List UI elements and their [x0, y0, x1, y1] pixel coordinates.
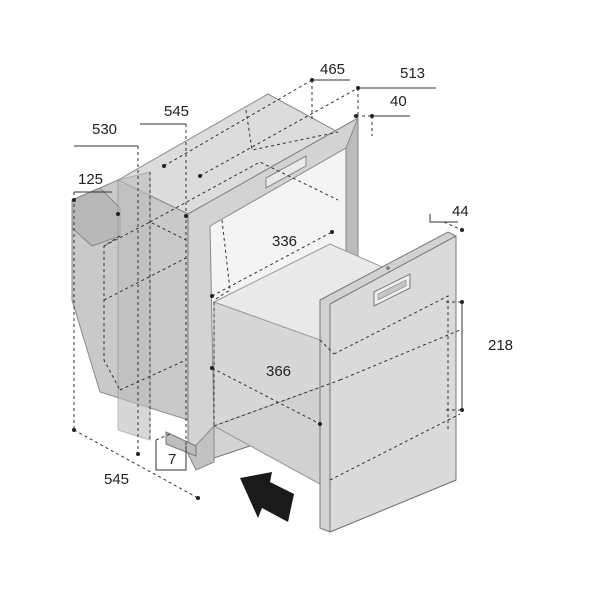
- dim-530: 530: [92, 121, 117, 138]
- cabinet-back-panel: [117, 171, 151, 441]
- dim-366: 366: [266, 363, 291, 380]
- dim-336: 336: [272, 233, 297, 250]
- dim-465: 465: [320, 61, 345, 78]
- hidden-lines: [103, 109, 461, 481]
- drawer-front-face: [329, 235, 457, 533]
- front-screw: [386, 266, 390, 270]
- frame-foot: [165, 431, 197, 457]
- dim-218: 218: [488, 337, 513, 354]
- dim-44: 44: [452, 203, 469, 220]
- dim-125: 125: [78, 171, 103, 188]
- dim-7: 7: [168, 451, 176, 468]
- arrow-icon: [240, 472, 294, 522]
- frame-top-slot: [265, 155, 307, 189]
- dim-513: 513: [400, 65, 425, 82]
- dim-545-height: 545: [164, 103, 189, 120]
- dimension-lines: [72, 78, 464, 500]
- dim-545-depth: 545: [104, 471, 129, 488]
- handle-inner: [377, 279, 407, 301]
- dim-40: 40: [390, 93, 407, 110]
- frame-bottom-rail: [187, 424, 215, 471]
